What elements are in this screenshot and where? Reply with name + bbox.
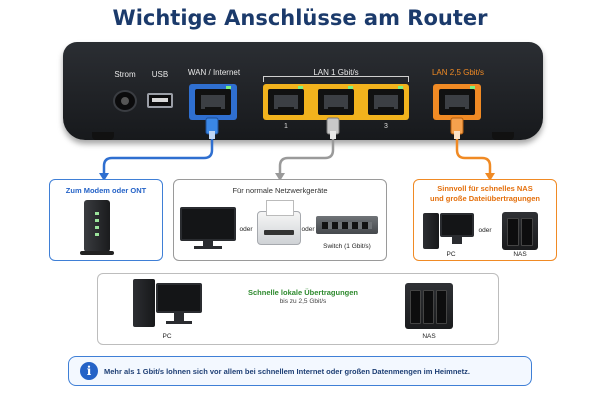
- page-title: Wichtige Anschlüsse am Router: [112, 6, 488, 30]
- local-pc-monitor-base: [166, 321, 192, 324]
- lan1-label: LAN 1 Gbit/s: [313, 68, 359, 77]
- monitor-stand: [203, 241, 213, 247]
- printer-icon: [257, 200, 301, 245]
- info-bar: [68, 356, 532, 386]
- local-pc-monitor-icon: [156, 283, 202, 313]
- lan-port-3-icon: [368, 89, 404, 115]
- lan1-bracket: [263, 76, 409, 82]
- modem-foot: [80, 251, 114, 255]
- nas-box-title-1: Sinnvoll für schnelles NAS: [437, 184, 533, 193]
- lan-led-3: [398, 86, 403, 89]
- lan-port-number: 1: [284, 123, 288, 130]
- lan25-led: [470, 86, 475, 89]
- local-nas-drive-slot: [436, 290, 447, 324]
- usb-label: USB: [151, 70, 169, 79]
- modem-box-title: Zum Modem oder ONT: [65, 186, 147, 195]
- nas-drive-slot: [507, 218, 519, 246]
- local-nas-drive-slot: [423, 290, 434, 324]
- monitor-icon: [180, 207, 236, 241]
- normal-devices-title: Für normale Netzwerkgeräte: [232, 186, 328, 195]
- lan-led-2: [348, 86, 353, 89]
- lan-arrowhead: [275, 173, 285, 181]
- local-transfer-title: Schnelle lokale Übertragungen: [247, 288, 359, 297]
- switch-label: Switch (1 Gbit/s): [323, 243, 371, 250]
- lan-led-1: [298, 86, 303, 89]
- local-nas-label: NAS: [422, 333, 436, 340]
- modem-icon: [84, 200, 110, 252]
- local-pc-monitor-stand: [174, 313, 184, 322]
- info-text: Mehr als 1 Gbit/s lohnen sich vor allem …: [104, 367, 470, 376]
- pc-tower-icon: [423, 213, 439, 249]
- pc-monitor-icon: [440, 213, 474, 237]
- wan-port-icon: [195, 89, 231, 115]
- lan25-label: LAN 2,5 Gbit/s: [431, 68, 485, 77]
- usb-port-icon: [147, 93, 173, 108]
- local-pc-label: PC: [162, 333, 172, 340]
- or-label-2: oder: [301, 226, 315, 233]
- local-transfer-subtitle: bis zu 2,5 Gbit/s: [279, 298, 327, 305]
- nas-box-title-2: und große Dateiübertragungen: [429, 194, 540, 203]
- or-label-1: oder: [239, 226, 253, 233]
- wan-cable: [102, 132, 214, 179]
- wan-led: [226, 86, 231, 89]
- pc-label: PC: [446, 251, 456, 258]
- lan-cable: [278, 132, 335, 179]
- router-foot-left: [92, 132, 114, 140]
- monitor-base: [194, 246, 222, 249]
- nas-drive-slot: [521, 218, 533, 246]
- lan-port-1-icon: [268, 89, 304, 115]
- local-pc-tower-icon: [133, 279, 155, 327]
- switch-icon: [316, 216, 378, 234]
- pc-monitor-stand: [452, 237, 462, 244]
- wan-label: WAN / Internet: [187, 68, 241, 77]
- nas-label: NAS: [513, 251, 527, 258]
- lan25-cable: [455, 132, 492, 179]
- lan25-arrowhead: [485, 173, 495, 181]
- lan-port-number: 3: [384, 123, 388, 130]
- lan-port-2-icon: [318, 89, 354, 115]
- or-label-3: oder: [478, 227, 492, 234]
- router-foot-right: [492, 132, 514, 140]
- wan-arrowhead: [99, 173, 109, 181]
- power-label: Strom: [114, 70, 136, 79]
- lan25-port-icon: [439, 89, 475, 115]
- power-port-icon: [113, 90, 137, 112]
- local-nas-drive-slot: [410, 290, 421, 324]
- info-icon: i: [80, 362, 98, 380]
